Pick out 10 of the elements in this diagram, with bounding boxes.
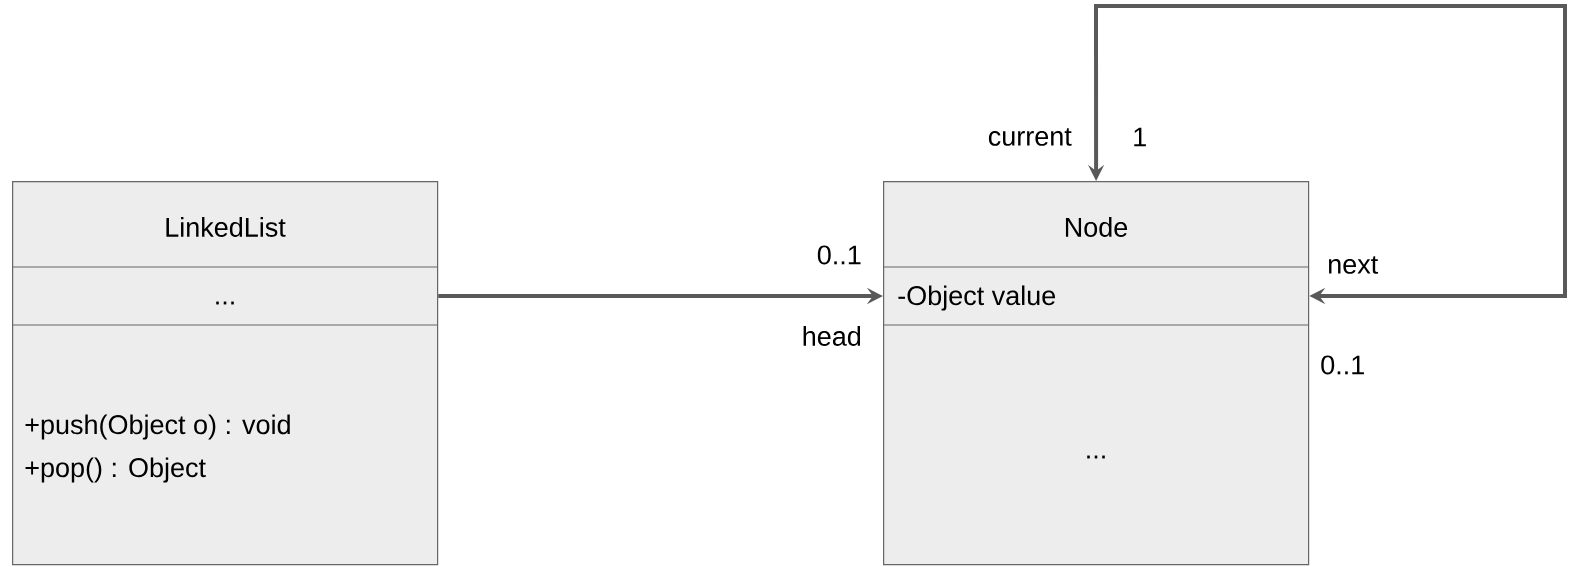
method-text: +push(Object o) : void <box>25 414 290 440</box>
class-name: Node <box>1065 217 1128 237</box>
method-text: ... <box>1087 455 1105 459</box>
role-label: next <box>1329 256 1379 274</box>
multiplicity-label: 1 <box>1134 127 1146 147</box>
method-text: +pop() : Object <box>25 457 206 483</box>
role-label: current <box>988 128 1072 146</box>
attribute-text: ... <box>216 301 234 305</box>
attribute-text: -Object value <box>898 285 1056 311</box>
class-name: LinkedList <box>166 217 286 237</box>
